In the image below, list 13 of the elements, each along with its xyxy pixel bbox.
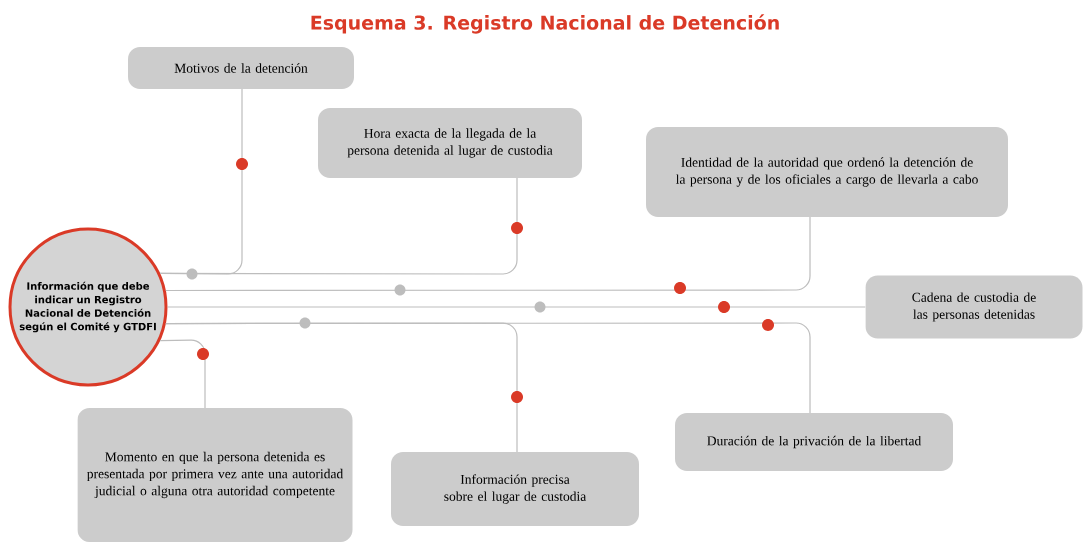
info-box: Motivos de la detención [128,47,354,89]
title: Esquema 3. Registro Nacional de Detención [311,14,779,34]
info-box: Cadena de custodia de las personas detenidas [865,275,1083,339]
connector [159,177,523,275]
connector [166,301,866,313]
connector [159,339,209,409]
info-box: Identidad de la autoridad que ordenó la detención de la persona y de los oficiales a cargo de llevarla a cabo [646,127,1008,217]
info-box: Hora exacta de la llegada de la persona detenida al lugar de custodia [318,108,582,178]
info-box: Información precisa sobre el lugar de custodia [391,452,639,526]
connector [165,216,811,296]
info-box: Duración de la privación de la libertad [675,413,953,471]
info-box: Momento en que la persona detenida es presentada por primera vez ante una autoridad judicial o alguna otra autoridad competente [77,408,353,542]
connector [165,322,523,453]
